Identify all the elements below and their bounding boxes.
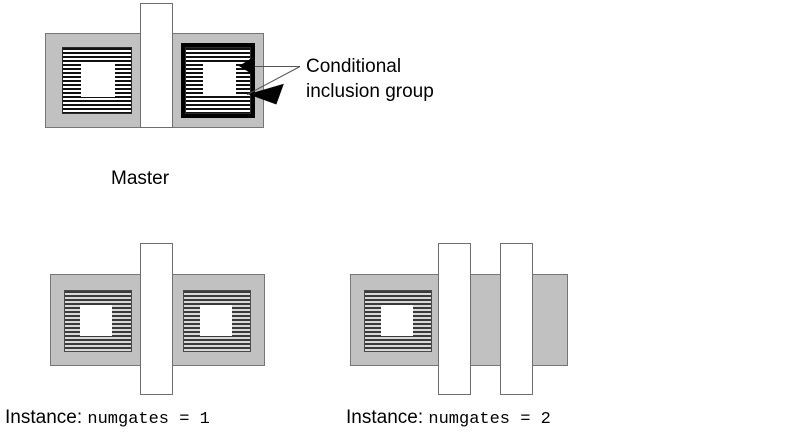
callout-text: Conditional inclusion group: [306, 54, 434, 104]
master-gate-0: [140, 3, 173, 128]
instance-1-gate-1: [500, 243, 533, 395]
instance-0-parameter: numgates = 1: [87, 410, 210, 429]
instance-0-caption: Instance: numgates = 1: [5, 407, 210, 429]
instance-0-gate-0: [140, 243, 173, 395]
instance-0-cell-1-window: [200, 305, 232, 336]
instance-1-caption: Instance: numgates = 2: [346, 407, 551, 429]
callout-text-line2: inclusion group: [306, 81, 434, 102]
callout-leader-horizontal: [255, 66, 300, 67]
instance-1-parameter: numgates = 2: [428, 410, 551, 429]
master-cell-0-window: [81, 64, 115, 97]
callout-text-line1: Conditional: [306, 56, 402, 77]
instance-1-label-prefix: Instance:: [346, 407, 424, 428]
callout-arrow-upper: [239, 56, 255, 76]
master-cell-1-window: [203, 63, 236, 96]
instance-1-gate-0: [438, 243, 471, 395]
master-caption: Master: [111, 168, 169, 190]
instance-1-cell-0-window: [381, 305, 413, 336]
conditional-inclusion-group-frame: [181, 43, 255, 118]
master-caption-text: Master: [111, 168, 170, 189]
instance-0-label-prefix: Instance:: [5, 407, 83, 428]
instance-0-cell-0-window: [80, 305, 112, 336]
